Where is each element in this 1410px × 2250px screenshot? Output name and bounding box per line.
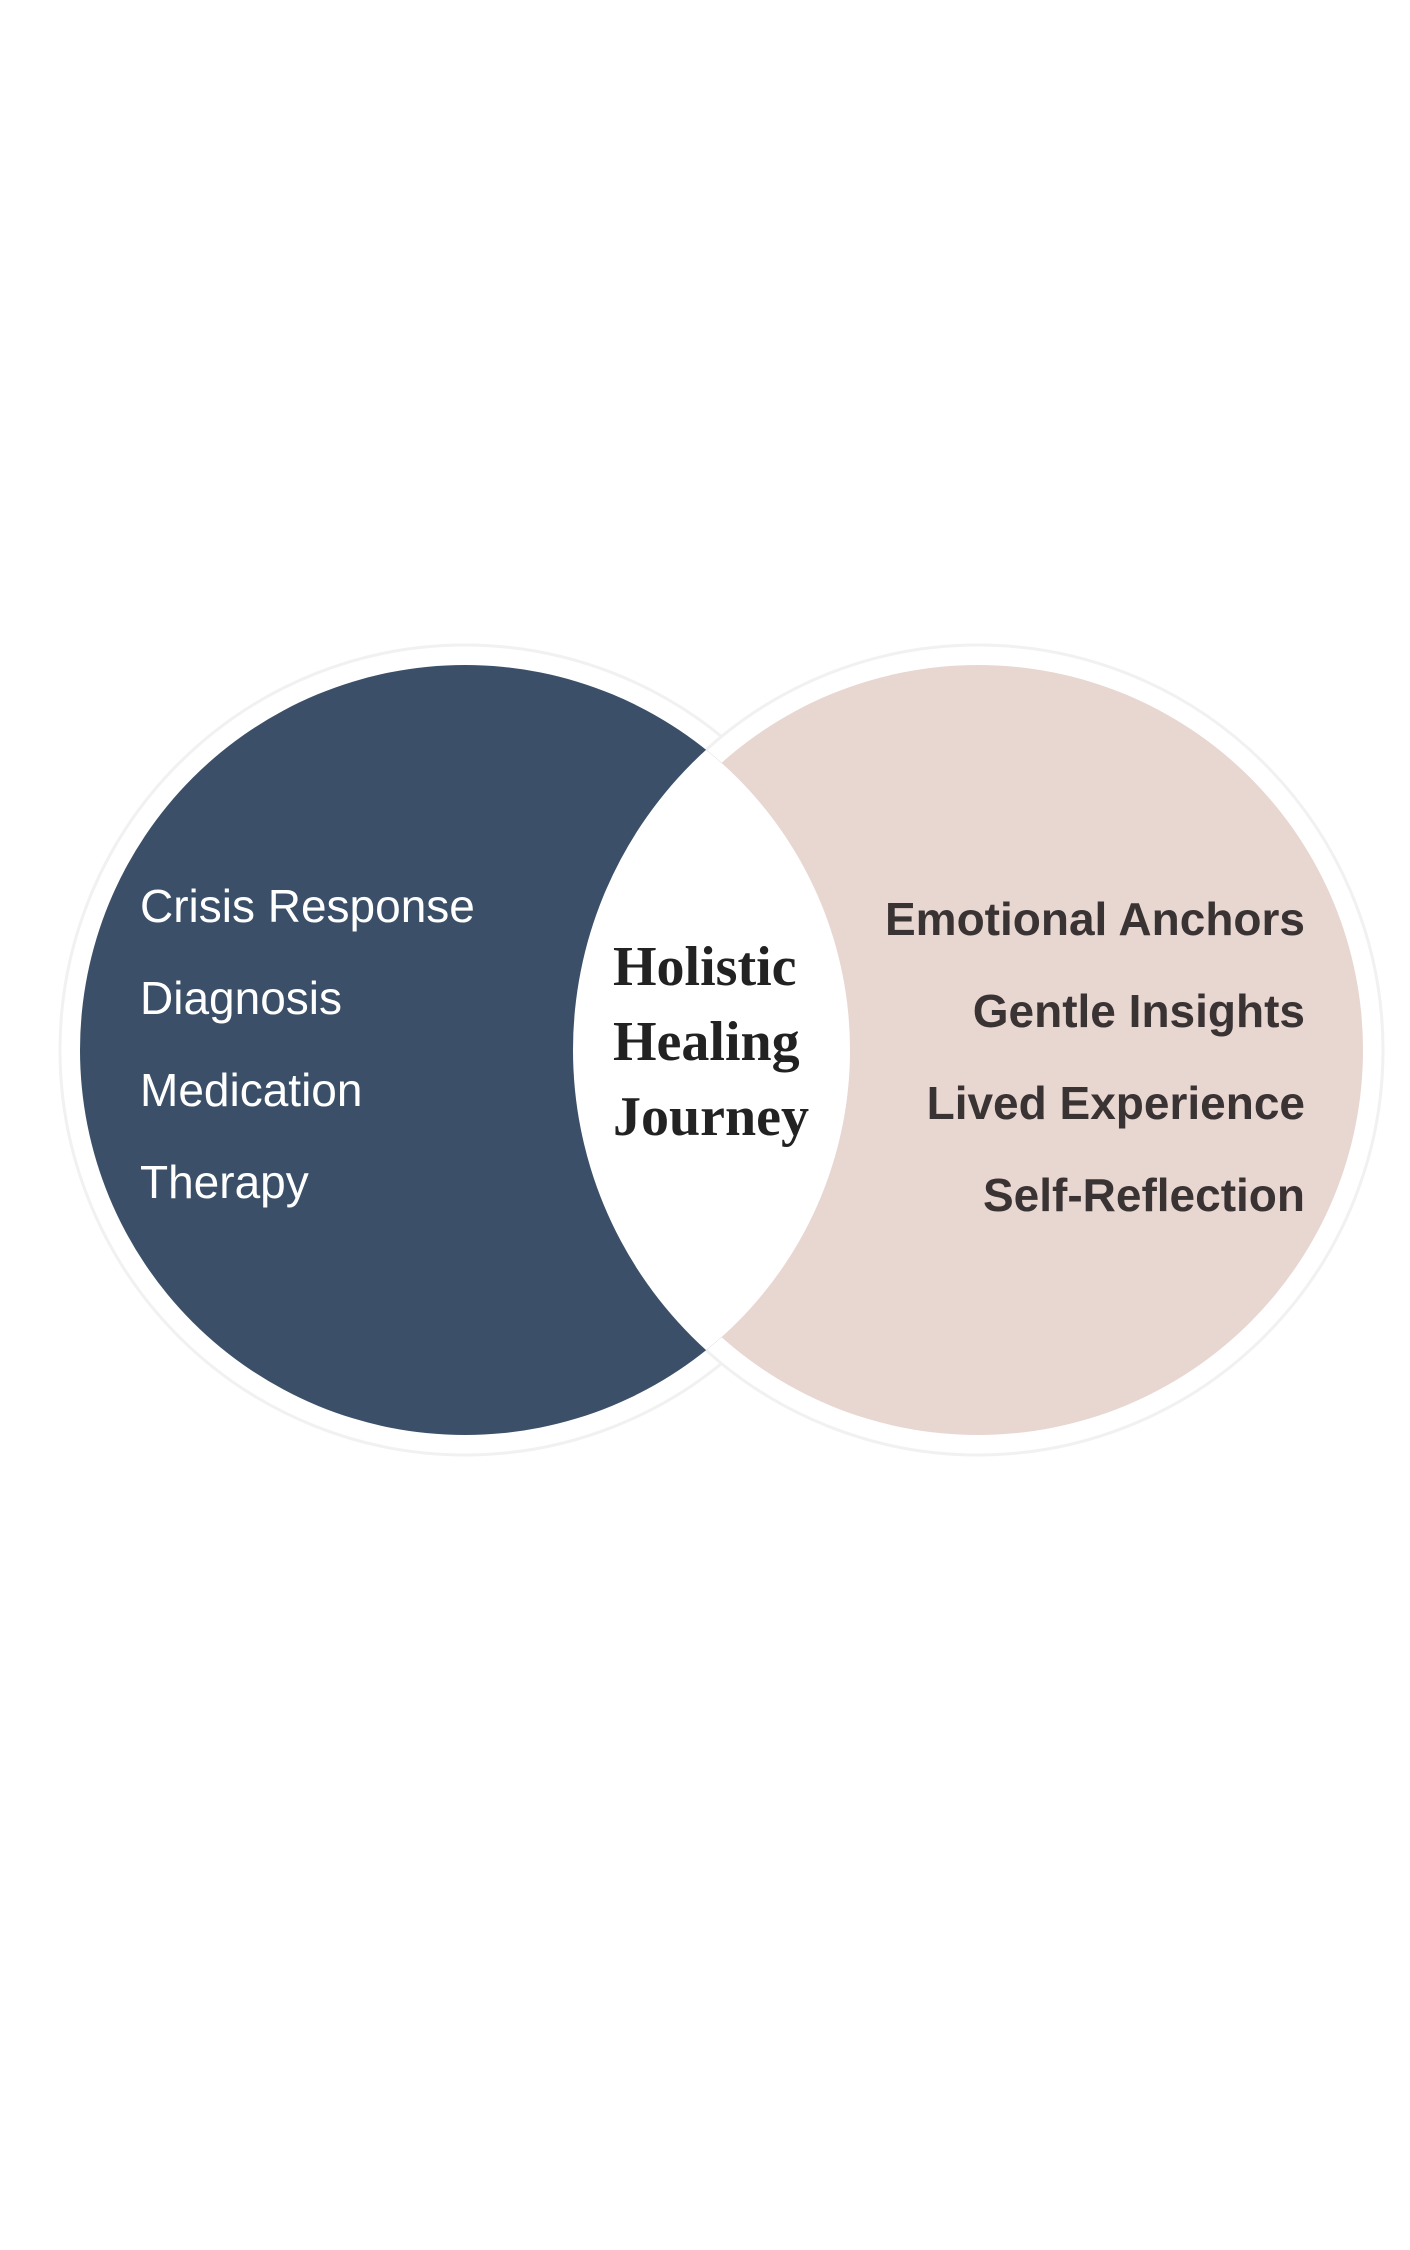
overlap-region <box>573 665 850 1435</box>
left-item-diagnosis: Diagnosis <box>140 972 342 1024</box>
right-item-gentle-insights: Gentle Insights <box>973 985 1305 1037</box>
center-title-line-2: Healing <box>613 1011 800 1073</box>
right-item-self-reflection: Self-Reflection <box>983 1169 1305 1221</box>
right-item-lived-experience: Lived Experience <box>927 1077 1305 1129</box>
left-item-therapy: Therapy <box>140 1156 309 1208</box>
center-title-line-1: Holistic <box>613 936 797 998</box>
center-title-line-3: Journey <box>613 1086 809 1148</box>
right-item-emotional-anchors: Emotional Anchors <box>885 893 1305 945</box>
left-item-medication: Medication <box>140 1064 362 1116</box>
left-item-crisis-response: Crisis Response <box>140 880 475 932</box>
